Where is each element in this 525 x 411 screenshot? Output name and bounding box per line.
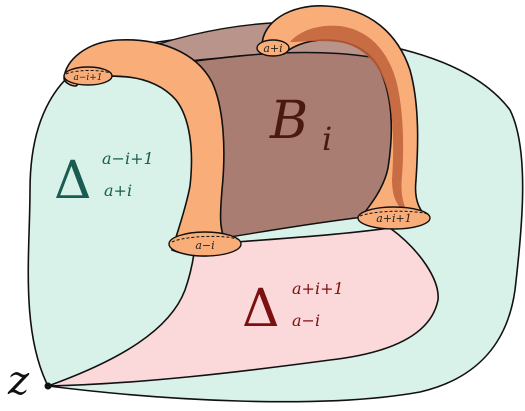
- label-b-sub: i: [322, 120, 332, 158]
- right-tube-shade: [290, 25, 410, 214]
- label-tube-left-bottom: a−i: [195, 239, 214, 252]
- point-z: [44, 382, 52, 390]
- label-z: z: [7, 358, 30, 404]
- label-tube-right-bottom: a+i+1: [376, 212, 412, 225]
- tube-end-left-top-rim: [65, 70, 111, 75]
- right-tube: [256, 5, 431, 230]
- tube-end-right-top: [256, 39, 290, 57]
- label-tube-right-top: a+i: [263, 42, 282, 55]
- label-delta-left-sup: a−i+1: [102, 149, 154, 168]
- label-delta-right: Δ: [242, 279, 280, 339]
- label-delta-left-sub: a+i: [104, 181, 132, 200]
- left-tube: [63, 39, 242, 257]
- label-delta-right-sup: a+i+1: [292, 279, 344, 298]
- pink-region: [47, 227, 439, 387]
- tube-end-right-bottom-rim: [359, 210, 429, 217]
- label-tube-left-top: a−i+1: [73, 73, 102, 83]
- label-b-main: B: [269, 91, 308, 151]
- label-delta-right-sub: a−i: [292, 311, 320, 330]
- label-delta-left: Δ: [54, 151, 92, 211]
